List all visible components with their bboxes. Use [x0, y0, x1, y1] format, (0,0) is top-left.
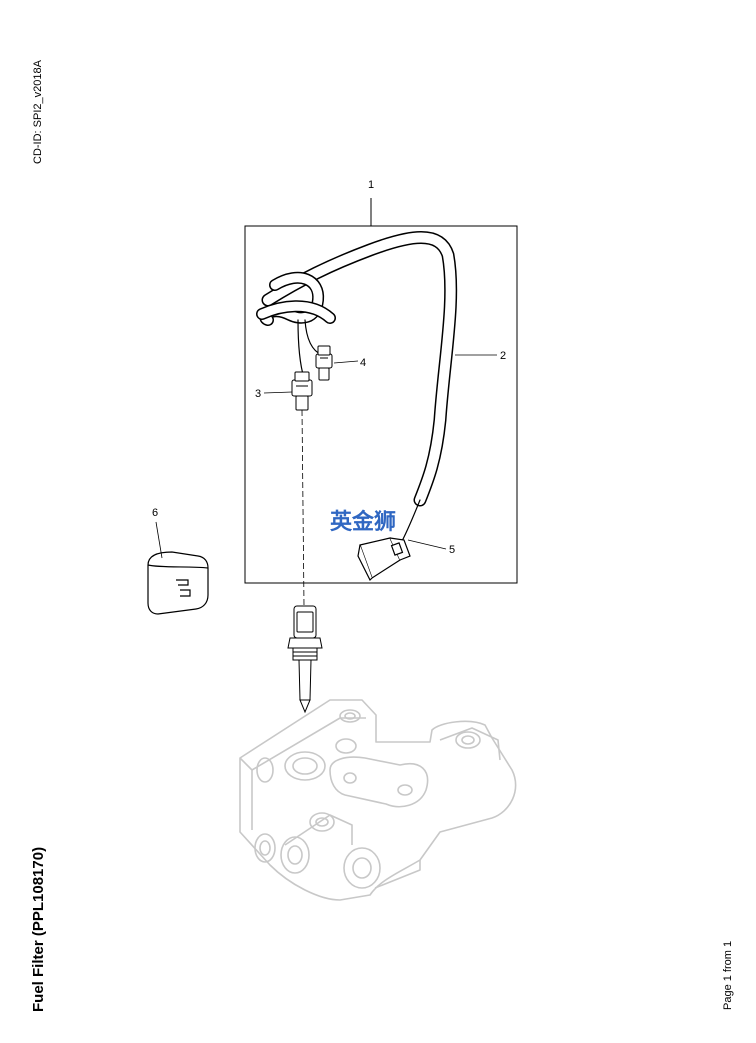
callout-1-label: 1	[368, 179, 374, 191]
wiring-harness	[256, 231, 458, 546]
connector-3	[291, 371, 313, 411]
callout-4-label: 4	[360, 357, 366, 369]
callout-5-label: 5	[449, 544, 455, 556]
watermark: 英金狮	[330, 509, 396, 535]
protective-cap-6	[147, 551, 209, 615]
callout-6-label: 6	[152, 507, 158, 519]
connector-plug-5	[357, 537, 411, 582]
assembly-dash-line	[301, 409, 305, 607]
callout-5-leader	[407, 539, 447, 550]
connector-4	[315, 345, 333, 381]
assembly-frame	[244, 225, 518, 584]
fuel-filter-head	[239, 699, 517, 901]
callout-3-label: 3	[255, 388, 261, 400]
callout-2-label: 2	[500, 350, 506, 362]
callout-6-leader	[155, 521, 163, 559]
callout-3-leader	[263, 391, 293, 394]
temperature-sensor	[287, 605, 323, 714]
callout-4-leader	[333, 360, 359, 364]
